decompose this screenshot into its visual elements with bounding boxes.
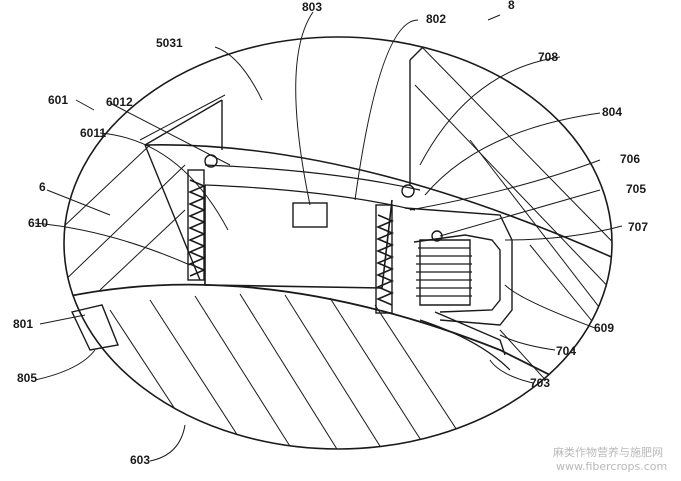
label-705: 705 — [626, 182, 646, 196]
label-5031: 5031 — [156, 36, 183, 50]
label-805: 805 — [17, 371, 37, 385]
pin-803 — [292, 202, 328, 228]
latch-mechanism — [404, 207, 513, 356]
label-610: 610 — [28, 216, 48, 230]
housing-lower-arc — [64, 283, 612, 421]
label-6: 6 — [39, 180, 46, 194]
label-703: 703 — [530, 376, 550, 390]
pin-circle-right — [401, 184, 415, 198]
label-804: 804 — [602, 105, 622, 119]
label-8: 8 — [508, 0, 515, 12]
left-spring — [187, 169, 207, 281]
right-spring — [375, 204, 395, 314]
label-704: 704 — [556, 344, 576, 358]
section-boundary — [63, 36, 613, 450]
label-6011: 6011 — [80, 126, 106, 140]
label-601: 601 — [48, 93, 68, 107]
leader-lines — [34, 11, 623, 462]
label-706: 706 — [620, 152, 640, 166]
label-603: 603 — [130, 453, 150, 467]
watermark-url: www.fibercrops.com — [556, 460, 667, 473]
label-803: 803 — [302, 0, 322, 14]
watermark-cn: 麻类作物营养与施肥网 — [553, 445, 663, 459]
label-609: 609 — [594, 321, 614, 335]
label-6012: 6012 — [106, 95, 133, 109]
slider-block — [204, 185, 393, 289]
label-801: 801 — [13, 317, 33, 331]
label-707: 707 — [628, 220, 648, 234]
label-708: 708 — [538, 50, 558, 64]
block-801 — [70, 304, 119, 351]
label-802: 802 — [426, 12, 446, 26]
